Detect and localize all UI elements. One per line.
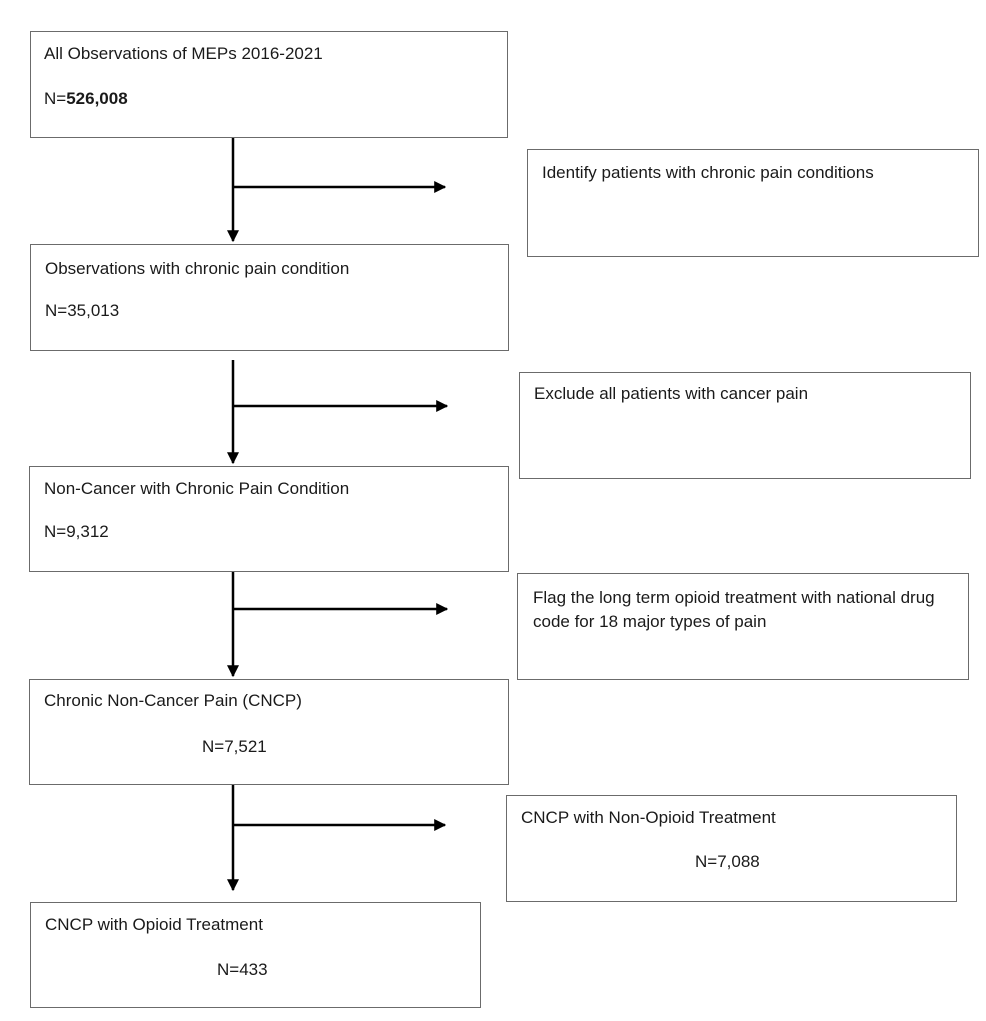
- side-note-text: Exclude all patients with cancer pain: [534, 384, 809, 403]
- step-box-all-observations: All Observations of MEPs 2016-2021 N=526…: [30, 31, 508, 138]
- step-title: Observations with chronic pain condition: [45, 259, 350, 278]
- step-box-non-cancer: Non-Cancer with Chronic Pain Condition N…: [29, 466, 509, 572]
- step-title: All Observations of MEPs 2016-2021: [44, 44, 323, 63]
- step-box-opioid-treatment: CNCP with Opioid Treatment N=433: [30, 902, 481, 1008]
- step-title: Non-Cancer with Chronic Pain Condition: [44, 479, 350, 498]
- side-note-non-opioid: CNCP with Non-Opioid Treatment N=7,088: [506, 795, 957, 902]
- step-title: CNCP with Opioid Treatment: [45, 915, 263, 934]
- step-count: N=433: [217, 960, 268, 979]
- count-prefix: N=: [44, 89, 67, 108]
- step-box-cncp: Chronic Non-Cancer Pain (CNCP) N=7,521: [29, 679, 509, 785]
- side-note-text: Flag the long term opioid treatment with…: [533, 588, 935, 631]
- side-note-exclude: Exclude all patients with cancer pain: [519, 372, 971, 479]
- side-note-identify: Identify patients with chronic pain cond…: [527, 149, 979, 257]
- step-title: Chronic Non-Cancer Pain (CNCP): [44, 691, 302, 710]
- side-note-title: CNCP with Non-Opioid Treatment: [521, 808, 776, 827]
- step-count: N=9,312: [44, 522, 109, 541]
- step-count: N=35,013: [45, 301, 120, 320]
- side-note-flag-opioid: Flag the long term opioid treatment with…: [517, 573, 969, 680]
- side-note-count: N=7,088: [695, 852, 760, 871]
- count-value: 526,008: [66, 89, 128, 108]
- step-count: N=7,521: [202, 737, 267, 756]
- step-box-chronic-pain: Observations with chronic pain condition…: [30, 244, 509, 351]
- side-note-text: Identify patients with chronic pain cond…: [542, 163, 874, 182]
- step-count: N=526,008: [44, 88, 128, 110]
